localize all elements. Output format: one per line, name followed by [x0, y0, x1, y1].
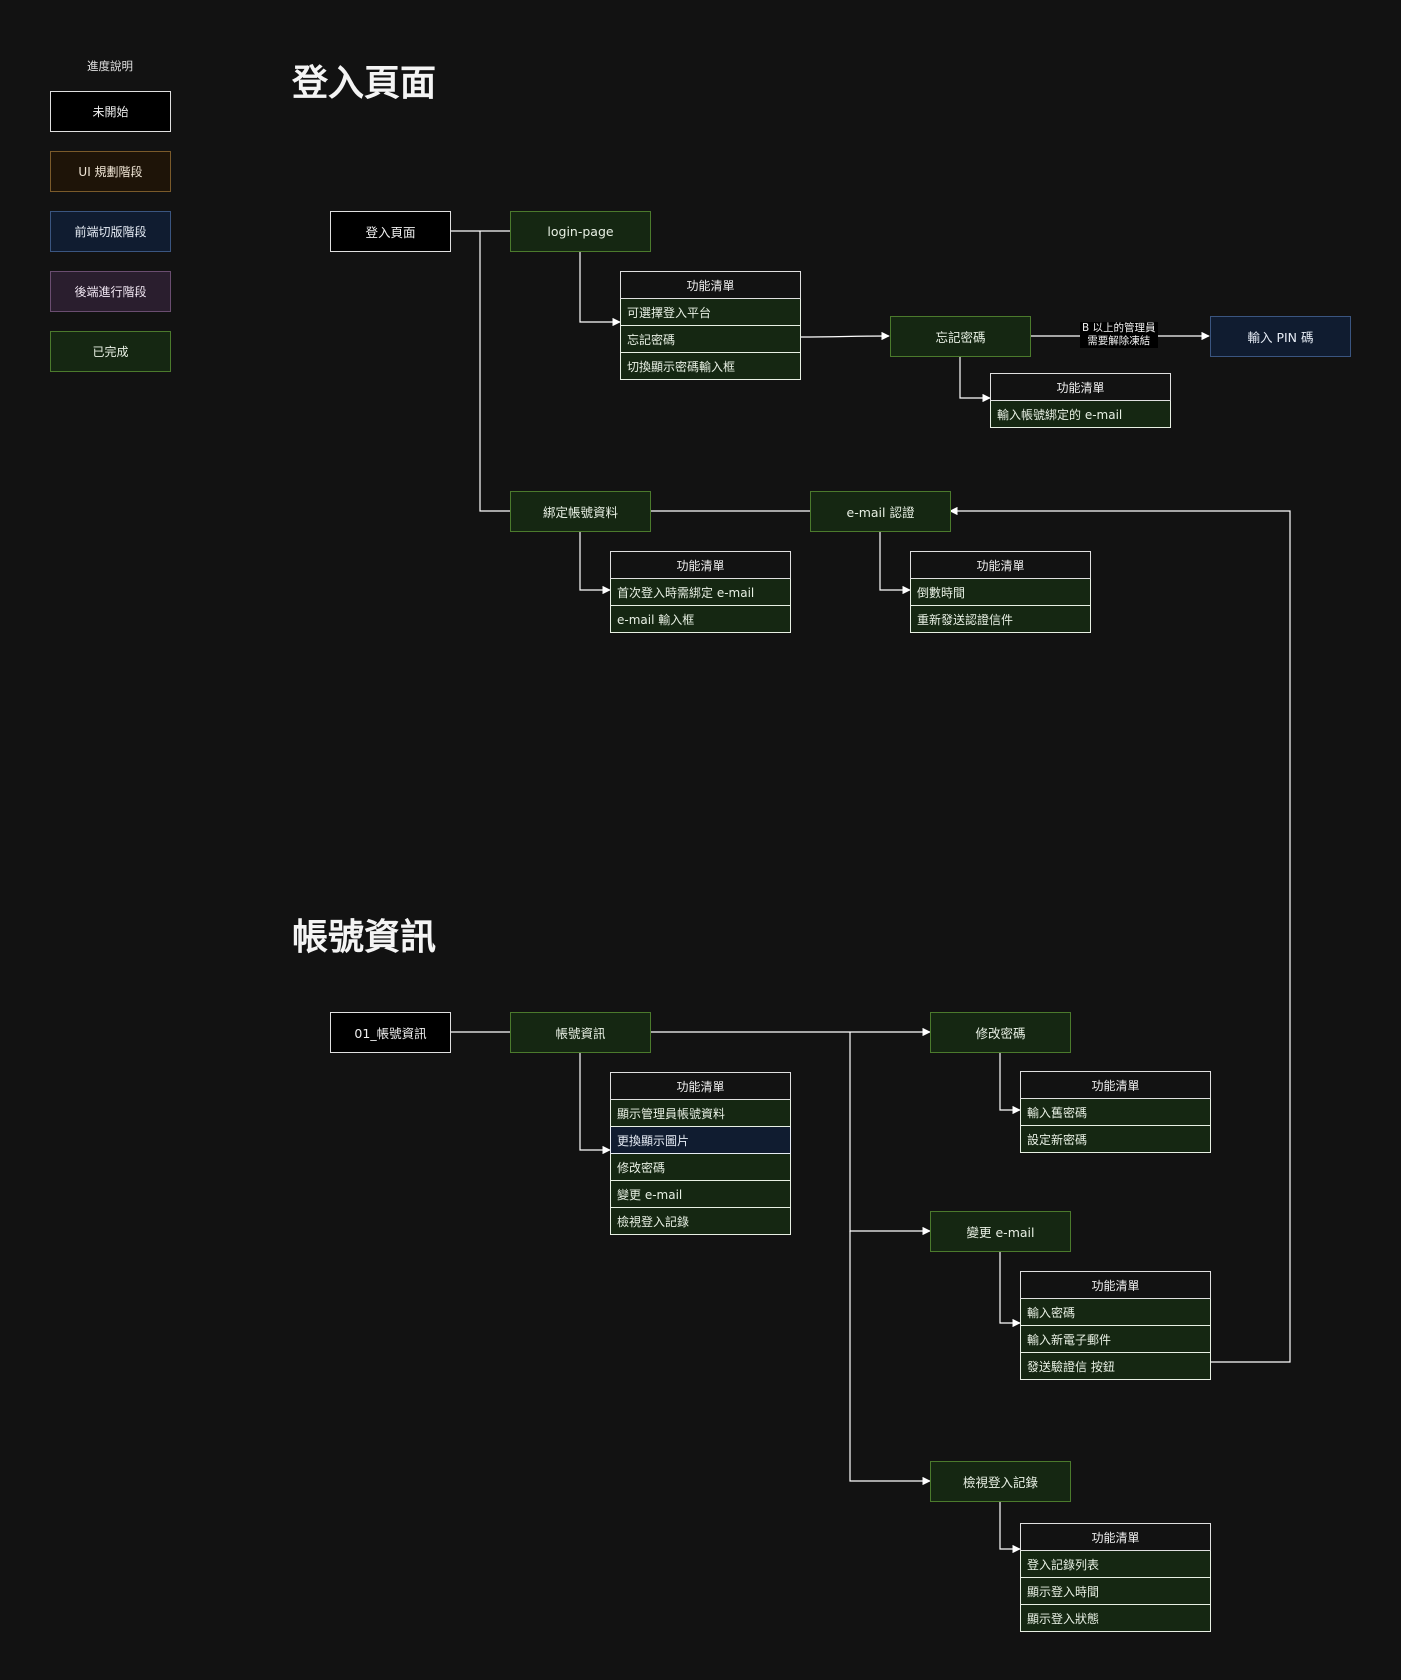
edge-forgot-row-to-forgot [799, 331, 890, 341]
feature-item-enter-password[interactable]: 輸入密碼 [1020, 1299, 1211, 1326]
feature-item-enter-old-password[interactable]: 輸入舊密碼 [1020, 1099, 1211, 1126]
edge-branch-to-login-log [849, 1231, 931, 1486]
edge-forgot-to-features [959, 356, 991, 403]
node-account-root[interactable]: 01_帳號資訊 [330, 1012, 451, 1053]
edge-label-admin-unfreeze: B 以上的管理員 需要解除凍結 [1080, 322, 1158, 348]
feature-item-login-log-list[interactable]: 登入記錄列表 [1020, 1551, 1211, 1578]
feature-list-header: 功能清單 [1020, 1071, 1211, 1099]
feature-item-resend-verify-mail[interactable]: 重新發送認證信件 [910, 606, 1091, 633]
legend-title: 進度說明 [87, 59, 133, 73]
edge-login-log-to-features [999, 1501, 1021, 1554]
feature-list-header: 功能清單 [1020, 1271, 1211, 1299]
feature-list-email-verify: 功能清單 倒數時間 重新發送認證信件 [910, 551, 1091, 633]
edge-change-pw-to-features [999, 1052, 1021, 1115]
edge-branch-to-change-email [849, 1032, 931, 1236]
feature-item-enter-bound-email[interactable]: 輸入帳號綁定的 e-mail [990, 401, 1171, 428]
feature-list-header: 功能清單 [910, 551, 1091, 579]
feature-item-change-avatar[interactable]: 更換顯示圖片 [610, 1127, 791, 1154]
feature-list-header: 功能清單 [610, 551, 791, 579]
feature-item-first-login-bind-email[interactable]: 首次登入時需綁定 e-mail [610, 579, 791, 606]
feature-item-view-login-log[interactable]: 檢視登入記錄 [610, 1208, 791, 1235]
feature-item-enter-new-email[interactable]: 輸入新電子郵件 [1020, 1326, 1211, 1353]
edge-label-line-2: 需要解除凍結 [1087, 335, 1151, 347]
legend-item-backend: 後端進行階段 [50, 271, 171, 312]
feature-item-show-admin-info[interactable]: 顯示管理員帳號資料 [610, 1100, 791, 1127]
feature-item-countdown[interactable]: 倒數時間 [910, 579, 1091, 606]
node-bind-account[interactable]: 綁定帳號資料 [510, 491, 651, 532]
feature-item-show-login-status[interactable]: 顯示登入狀態 [1020, 1605, 1211, 1632]
feature-list-change-password: 功能清單 輸入舊密碼 設定新密碼 [1020, 1071, 1211, 1153]
legend-item-not-started: 未開始 [50, 91, 171, 132]
feature-item-set-new-password[interactable]: 設定新密碼 [1020, 1126, 1211, 1153]
feature-item-choose-platform[interactable]: 可選擇登入平台 [620, 299, 801, 326]
legend-item-frontend: 前端切版階段 [50, 211, 171, 252]
feature-list-change-email: 功能清單 輸入密碼 輸入新電子郵件 發送驗證信 按鈕 [1020, 1271, 1211, 1380]
feature-item-change-email[interactable]: 變更 e-mail [610, 1181, 791, 1208]
node-email-verify[interactable]: e-mail 認證 [810, 491, 951, 532]
feature-list-login-log: 功能清單 登入記錄列表 顯示登入時間 顯示登入狀態 [1020, 1523, 1211, 1632]
edge-login-page-to-features [579, 251, 621, 327]
edge-change-email-to-features [999, 1251, 1021, 1328]
edge-bind-to-features [579, 531, 611, 595]
section-title-account: 帳號資訊 [292, 917, 437, 958]
edge-label-line-1: B 以上的管理員 [1082, 322, 1156, 334]
node-forgot-password[interactable]: 忘記密碼 [890, 316, 1031, 357]
node-change-email[interactable]: 變更 e-mail [930, 1211, 1071, 1252]
node-login-root[interactable]: 登入頁面 [330, 211, 451, 252]
feature-item-show-login-time[interactable]: 顯示登入時間 [1020, 1578, 1211, 1605]
feature-list-header: 功能清單 [990, 373, 1171, 401]
node-change-password[interactable]: 修改密碼 [930, 1012, 1071, 1053]
node-enter-pin[interactable]: 輸入 PIN 碼 [1210, 316, 1351, 357]
feature-item-forgot-password[interactable]: 忘記密碼 [620, 326, 801, 353]
feature-item-email-input[interactable]: e-mail 輸入框 [610, 606, 791, 633]
feature-list-account-info: 功能清單 顯示管理員帳號資料 更換顯示圖片 修改密碼 變更 e-mail 檢視登… [610, 1072, 791, 1235]
node-account-info[interactable]: 帳號資訊 [510, 1012, 651, 1053]
feature-item-send-verify-button[interactable]: 發送驗證信 按鈕 [1020, 1353, 1211, 1380]
feature-list-bind-account: 功能清單 首次登入時需綁定 e-mail e-mail 輸入框 [610, 551, 791, 633]
feature-list-forgot-password: 功能清單 輸入帳號綁定的 e-mail [990, 373, 1171, 428]
feature-item-change-password[interactable]: 修改密碼 [610, 1154, 791, 1181]
edge-verify-to-features [879, 531, 911, 595]
feature-list-header: 功能清單 [620, 271, 801, 299]
edge-root-to-bind [479, 231, 510, 512]
feature-list-login-page: 功能清單 可選擇登入平台 忘記密碼 切換顯示密碼輸入框 [620, 271, 801, 380]
node-view-login-log[interactable]: 檢視登入記錄 [930, 1461, 1071, 1502]
legend-item-ui-planning: UI 規劃階段 [50, 151, 171, 192]
edge-info-to-features [579, 1052, 611, 1155]
node-login-page[interactable]: login-page [510, 211, 651, 252]
section-title-login: 登入頁面 [292, 63, 437, 104]
feature-item-toggle-password[interactable]: 切換顯示密碼輸入框 [620, 353, 801, 380]
legend-item-done: 已完成 [50, 331, 171, 372]
feature-list-header: 功能清單 [1020, 1523, 1211, 1551]
feature-list-header: 功能清單 [610, 1072, 791, 1100]
